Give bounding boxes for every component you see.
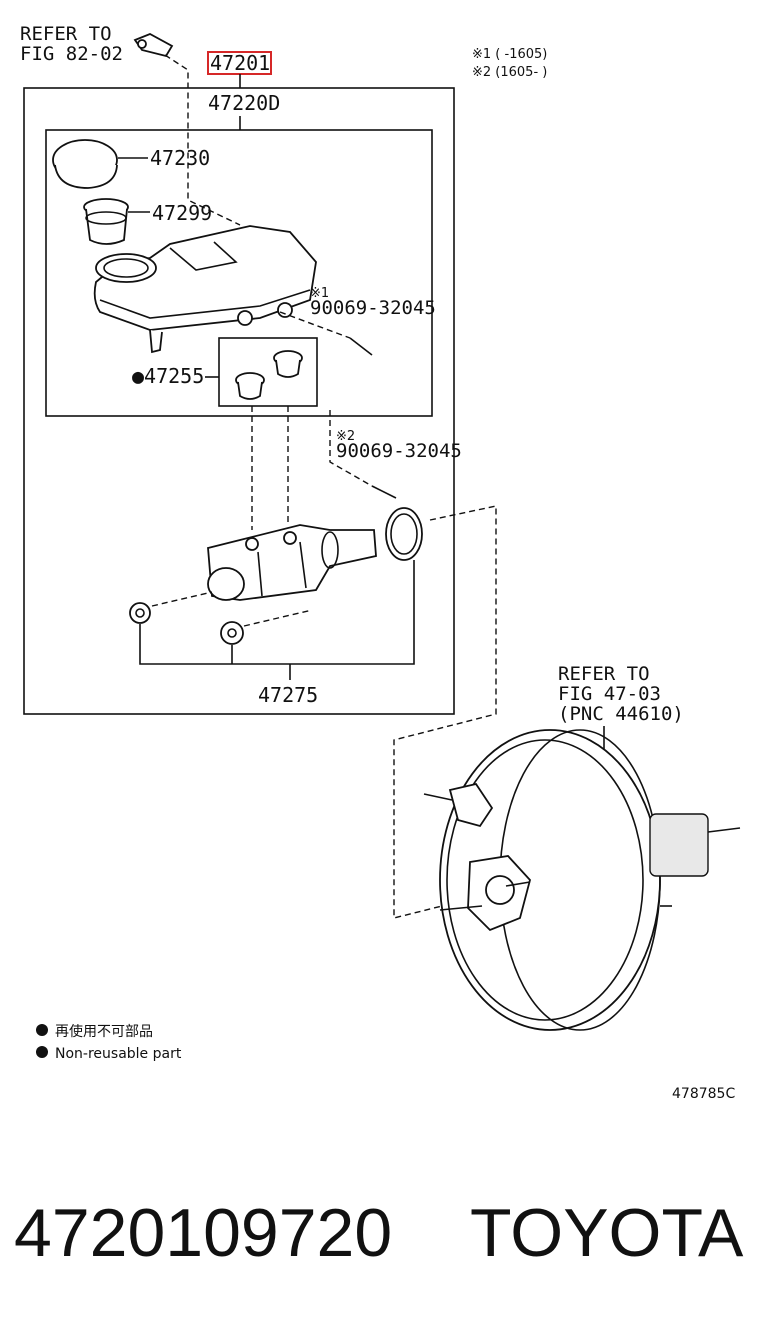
- reservoir-frame: [45, 129, 433, 417]
- link-plug-2: [243, 609, 313, 627]
- ref-fig47-line1: REFER TO: [558, 663, 650, 685]
- ref-fig82-line2: FIG 82-02: [20, 43, 123, 65]
- legend-bullet-en: [36, 1046, 48, 1058]
- strainer-icon: [83, 198, 129, 245]
- label-47201[interactable]: 47201: [210, 51, 270, 75]
- label-47220d[interactable]: 47220D: [208, 91, 280, 115]
- label-47299[interactable]: 47299: [152, 201, 212, 225]
- legend-bullet-jp: [36, 1024, 48, 1036]
- note-1: ※1 ( -1605): [472, 47, 547, 62]
- part-number: 4720109720: [14, 1195, 392, 1271]
- label-47230[interactable]: 47230: [150, 146, 210, 170]
- grommet-icon: [235, 350, 303, 400]
- o-ring-inner: [390, 513, 418, 555]
- reservoir-tank-icon: [93, 225, 317, 354]
- label-90069-a[interactable]: 90069-32045: [310, 297, 436, 319]
- label-90069-b[interactable]: 90069-32045: [336, 440, 462, 462]
- brand: TOYOTA: [470, 1195, 744, 1271]
- connector-clip-icon: [133, 33, 174, 58]
- label-47255[interactable]: ●47255: [132, 364, 204, 388]
- figure-code: 478785C: [672, 1086, 735, 1102]
- note2-mark: ※2: [336, 429, 355, 444]
- reservoir-cap-icon: [52, 139, 118, 189]
- ref-fig82-line1: REFER TO: [20, 23, 112, 45]
- master-cylinder-icon: [207, 524, 377, 601]
- bracket-47275: [139, 560, 415, 665]
- clip-leader: [164, 54, 241, 226]
- label-47275[interactable]: 47275: [258, 683, 318, 707]
- leader-90069-a: [279, 311, 351, 339]
- legend-jp: 再使用不可部品: [55, 1023, 153, 1040]
- brake-booster-icon: [423, 729, 741, 1031]
- ref-fig47-line2: FIG 47-03: [558, 683, 661, 705]
- plug-icon: [129, 602, 244, 645]
- ref-fig47-line3: (PNC 44610): [558, 703, 684, 725]
- leader-90069-b: [329, 410, 373, 487]
- pin-b-icon: [371, 485, 397, 499]
- pin-a-icon: [349, 337, 373, 356]
- note1-mark: ※1: [310, 286, 329, 301]
- note-2: ※2 (1605- ): [472, 65, 547, 80]
- grommet-frame: [218, 337, 318, 407]
- legend-en: Non-reusable part: [55, 1046, 182, 1062]
- link-plug-1: [151, 591, 213, 607]
- assembly-frame: [23, 87, 455, 715]
